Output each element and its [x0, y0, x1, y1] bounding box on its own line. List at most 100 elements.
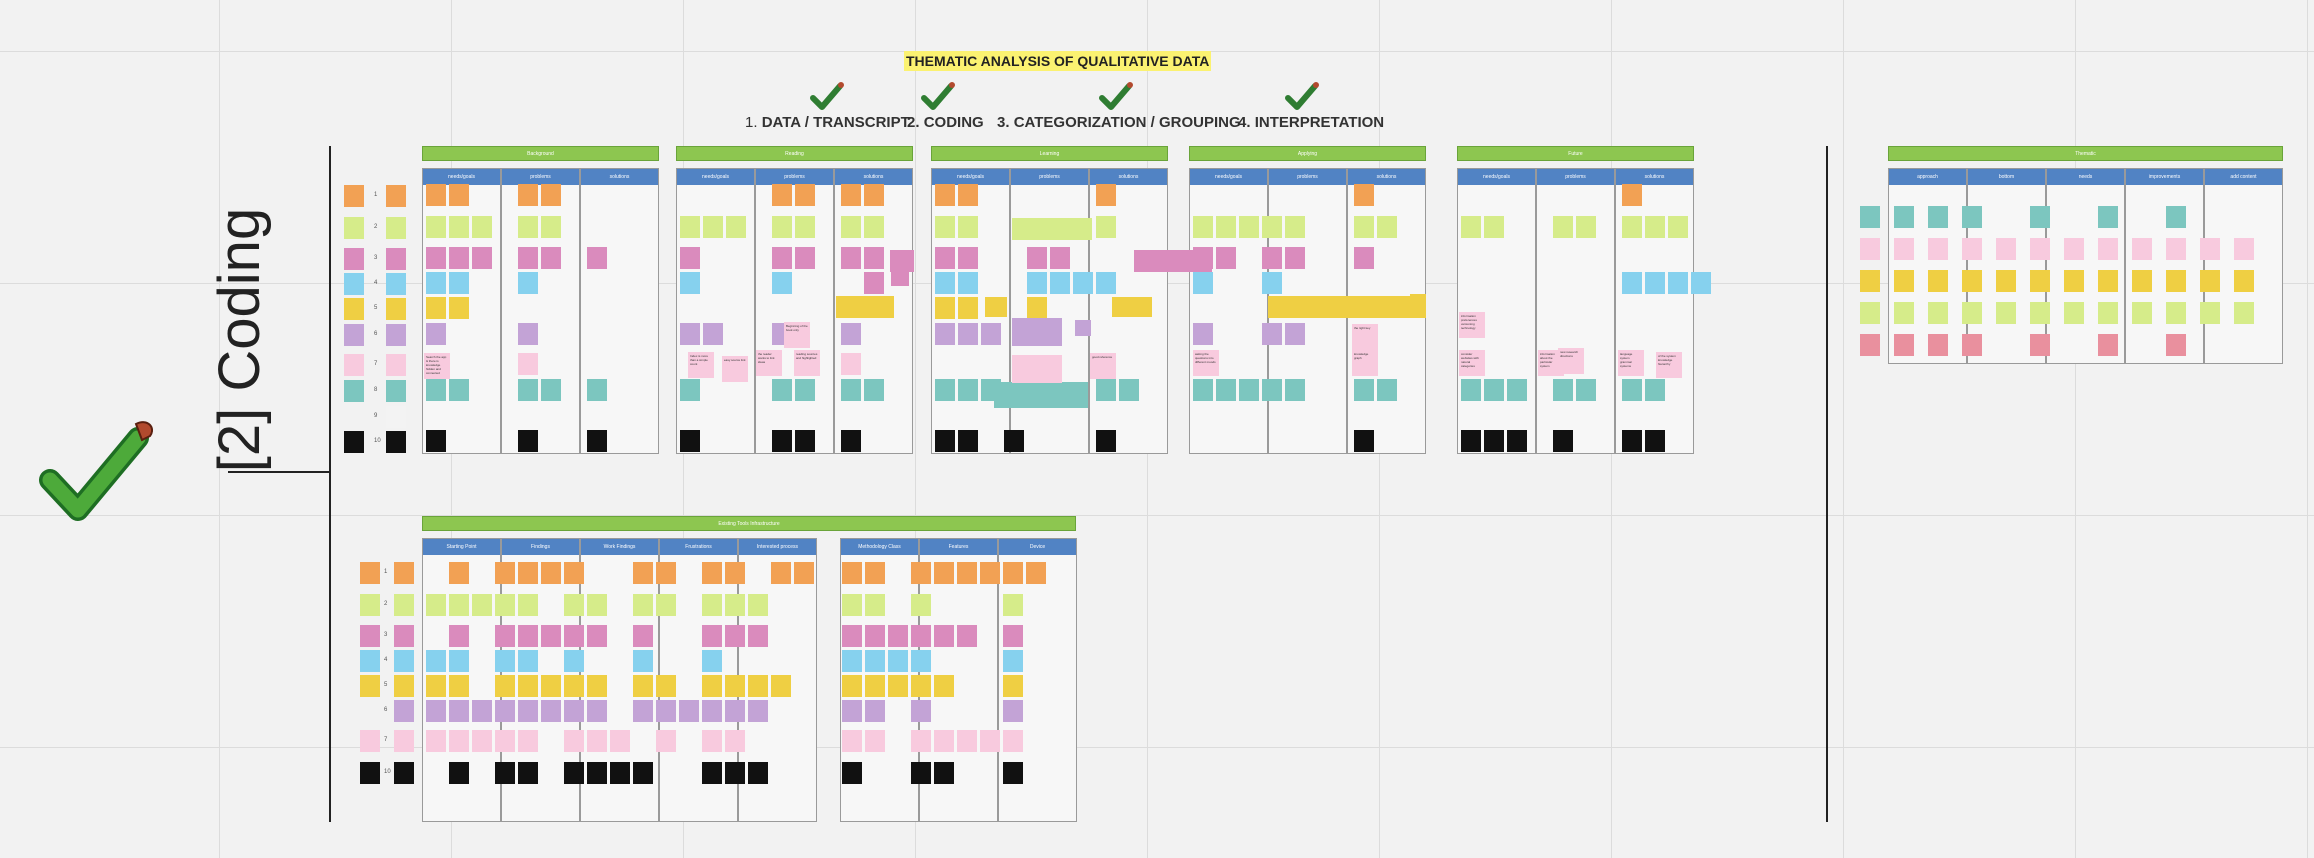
sticky-note[interactable]	[518, 562, 538, 584]
sticky-note[interactable]	[1193, 379, 1213, 401]
sticky-note[interactable]	[495, 650, 515, 672]
text-note[interactable]: asking the questions into different mood…	[1193, 350, 1219, 376]
sticky-note[interactable]	[985, 297, 1007, 317]
sticky-note[interactable]	[725, 625, 745, 647]
text-note[interactable]: the right key	[1352, 324, 1378, 350]
sticky-note[interactable]	[472, 730, 492, 752]
text-note[interactable]: Search the app & there is knowledge hidd…	[424, 353, 450, 379]
sticky-note[interactable]	[449, 675, 469, 697]
sticky-note[interactable]	[934, 762, 954, 784]
sticky-note[interactable]	[1285, 379, 1305, 401]
sticky-note[interactable]	[680, 216, 700, 238]
sticky-note[interactable]	[472, 247, 492, 269]
sticky-note[interactable]	[795, 216, 815, 238]
sticky-note[interactable]	[518, 594, 538, 616]
sticky-note[interactable]	[1691, 272, 1711, 294]
sticky-note[interactable]	[344, 185, 364, 207]
sticky-note[interactable]	[841, 379, 861, 401]
sticky-note[interactable]	[1193, 216, 1213, 238]
sticky-note[interactable]	[564, 762, 584, 784]
sticky-note[interactable]	[2098, 334, 2118, 356]
sticky-note[interactable]	[394, 700, 414, 722]
sticky-note[interactable]	[795, 430, 815, 452]
sticky-note[interactable]	[360, 675, 380, 697]
sticky-note[interactable]	[891, 268, 909, 286]
sticky-note[interactable]	[772, 216, 792, 238]
sticky-note[interactable]	[449, 272, 469, 294]
sticky-note[interactable]	[2166, 334, 2186, 356]
sticky-note[interactable]	[911, 700, 931, 722]
sticky-note[interactable]	[1484, 379, 1504, 401]
sticky-note[interactable]	[1050, 272, 1070, 294]
sticky-note[interactable]	[841, 184, 861, 206]
sticky-note[interactable]	[656, 594, 676, 616]
sticky-note[interactable]	[1003, 594, 1023, 616]
sticky-note[interactable]	[980, 562, 1000, 584]
sticky-note[interactable]	[772, 430, 792, 452]
sticky-note[interactable]	[633, 625, 653, 647]
text-note[interactable]: Index is more than a simple count	[688, 352, 714, 378]
sticky-note[interactable]	[1268, 296, 1426, 318]
sticky-note[interactable]	[841, 430, 861, 452]
sticky-note[interactable]	[911, 562, 931, 584]
sticky-note[interactable]	[1894, 270, 1914, 292]
sticky-note[interactable]	[541, 625, 561, 647]
sticky-note[interactable]	[518, 730, 538, 752]
sticky-note[interactable]	[680, 323, 700, 345]
sticky-note[interactable]	[1928, 238, 1948, 260]
sticky-note[interactable]	[449, 247, 469, 269]
sticky-note[interactable]	[680, 247, 700, 269]
sticky-note[interactable]	[1377, 216, 1397, 238]
sticky-note[interactable]	[633, 675, 653, 697]
sticky-note[interactable]	[449, 730, 469, 752]
sticky-note[interactable]	[2132, 238, 2152, 260]
sticky-note[interactable]	[935, 184, 955, 206]
sticky-note[interactable]	[2234, 270, 2254, 292]
sticky-note[interactable]	[726, 216, 746, 238]
sticky-note[interactable]	[518, 700, 538, 722]
sticky-note[interactable]	[934, 562, 954, 584]
sticky-note[interactable]	[518, 762, 538, 784]
sticky-note[interactable]	[1050, 247, 1070, 269]
sticky-note[interactable]	[836, 296, 894, 318]
sticky-note[interactable]	[1003, 562, 1023, 584]
sticky-note[interactable]	[702, 625, 722, 647]
sticky-note[interactable]	[394, 562, 414, 584]
sticky-note[interactable]	[394, 762, 414, 784]
sticky-note[interactable]	[426, 323, 446, 345]
sticky-note[interactable]	[426, 700, 446, 722]
sticky-note[interactable]	[472, 594, 492, 616]
sticky-note[interactable]	[426, 247, 446, 269]
sticky-note[interactable]	[958, 184, 978, 206]
sticky-note[interactable]	[633, 594, 653, 616]
sticky-note[interactable]	[386, 248, 406, 270]
sticky-note[interactable]	[934, 625, 954, 647]
sticky-note[interactable]	[957, 730, 977, 752]
sticky-note[interactable]	[888, 650, 908, 672]
sticky-note[interactable]	[703, 323, 723, 345]
sticky-note[interactable]	[1262, 379, 1282, 401]
sticky-note[interactable]	[994, 382, 1088, 408]
sticky-note[interactable]	[426, 216, 446, 238]
text-note[interactable]: information preferences versioning techn…	[1459, 312, 1485, 338]
sticky-note[interactable]	[795, 184, 815, 206]
sticky-note[interactable]	[386, 273, 406, 295]
sticky-note[interactable]	[633, 700, 653, 722]
sticky-note[interactable]	[703, 216, 723, 238]
sticky-note[interactable]	[394, 730, 414, 752]
sticky-note[interactable]	[344, 324, 364, 346]
sticky-note[interactable]	[518, 216, 538, 238]
text-note[interactable]: knowledge graph	[1352, 350, 1378, 376]
sticky-note[interactable]	[794, 562, 814, 584]
sticky-note[interactable]	[1003, 675, 1023, 697]
sticky-note[interactable]	[426, 184, 446, 206]
sticky-note[interactable]	[842, 625, 862, 647]
sticky-note[interactable]	[958, 297, 978, 319]
sticky-note[interactable]	[841, 247, 861, 269]
sticky-note[interactable]	[772, 247, 792, 269]
sticky-note[interactable]	[1012, 218, 1092, 240]
sticky-note[interactable]	[564, 700, 584, 722]
sticky-note[interactable]	[2200, 302, 2220, 324]
sticky-note[interactable]	[1012, 318, 1062, 346]
sticky-note[interactable]	[1461, 216, 1481, 238]
